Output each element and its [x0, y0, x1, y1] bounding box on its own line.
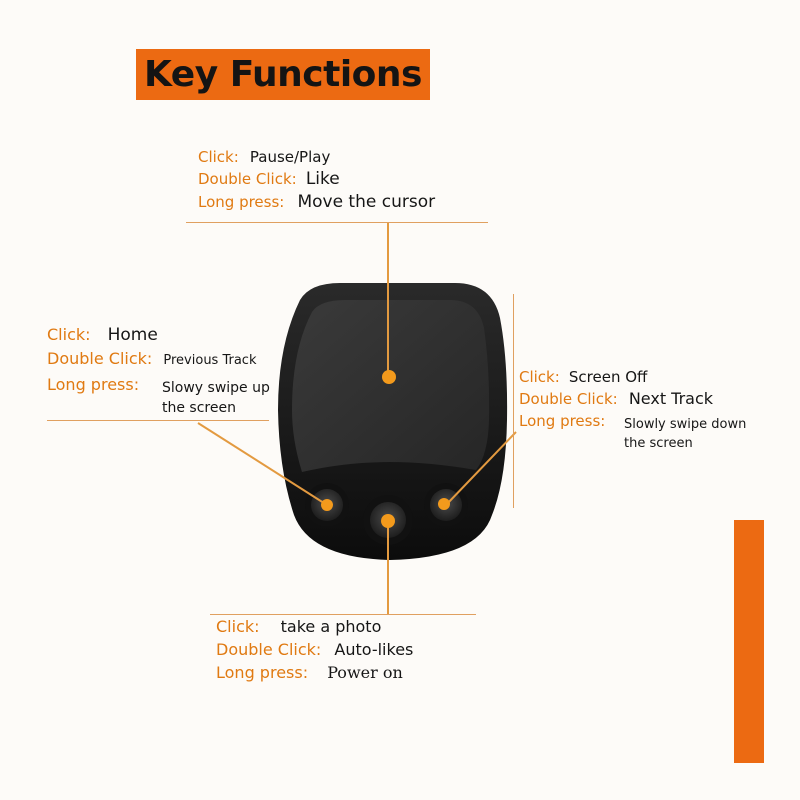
right-long-label: Long press:	[519, 412, 606, 430]
left-underline	[47, 420, 269, 421]
bottom-long-value: Power on	[327, 663, 403, 682]
left-long-label: Long press:	[47, 375, 140, 394]
top-underline	[186, 222, 488, 223]
left-click-label: Click:	[47, 325, 91, 344]
center-button-dot	[381, 514, 395, 528]
left-long-value-line1: Slowy swipe up	[162, 380, 270, 396]
right-vertical-line	[513, 294, 514, 508]
title-banner: Key Functions	[136, 49, 430, 100]
page-title: Key Functions	[144, 54, 422, 95]
right-click-label: Click:	[519, 368, 560, 386]
bottom-long-label: Long press:	[216, 663, 309, 682]
left-click-value: Home	[107, 325, 158, 345]
top-long-label: Long press:	[198, 193, 285, 211]
bottom-click-value: take a photo	[280, 617, 382, 636]
left-long-value-line2: the screen	[162, 400, 236, 416]
decorative-side-bar	[734, 520, 764, 763]
right-double-value: Next Track	[628, 389, 714, 408]
bottom-double-label: Double Click:	[216, 640, 322, 659]
right-long-value-line1: Slowly swipe down	[624, 417, 747, 432]
bottom-double-value: Auto-likes	[334, 640, 414, 659]
left-double-value: Previous Track	[163, 353, 257, 368]
top-click-label: Click:	[198, 148, 239, 166]
bottom-overline	[210, 614, 476, 615]
touch-panel-dot	[382, 370, 396, 384]
top-double-value: Like	[305, 169, 340, 189]
left-button-dot	[321, 499, 333, 511]
right-click-value: Screen Off	[568, 368, 648, 386]
right-button-dot	[438, 498, 450, 510]
top-double-label: Double Click:	[198, 170, 297, 188]
right-long-value-line2: the screen	[624, 436, 693, 451]
left-double-label: Double Click:	[47, 349, 153, 368]
top-click-value: Pause/Play	[249, 148, 331, 166]
top-long-value: Move the cursor	[297, 192, 436, 212]
bottom-click-label: Click:	[216, 617, 260, 636]
right-double-label: Double Click:	[519, 390, 618, 408]
touch-panel	[292, 300, 490, 472]
